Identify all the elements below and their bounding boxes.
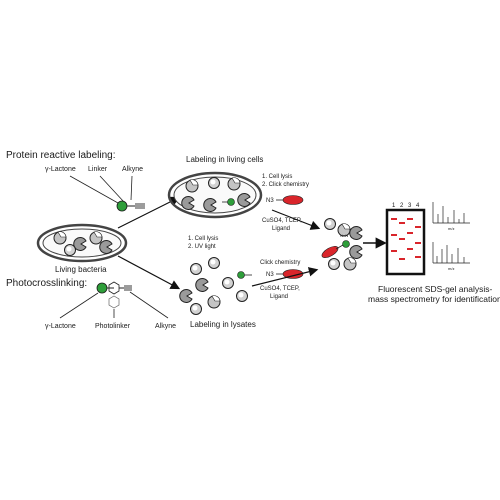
lane-4-label: 4 xyxy=(416,203,420,209)
click-chemistry-label: Click chemistry xyxy=(260,260,300,266)
azide-label-top: N3 xyxy=(266,198,274,204)
reagents-bottom-line1: CuSO4, TCEP, xyxy=(260,286,300,292)
labeling-living-cells-title: Labeling in living cells xyxy=(186,155,263,164)
reagents-top-line1: CuSO4, TCEP, xyxy=(262,218,302,224)
mz-label-bottom: m/z xyxy=(448,266,454,271)
gamma-lactone-label-bottom: γ-Lactone xyxy=(45,323,76,330)
result-caption-line2: mass spectrometry for identification xyxy=(368,294,500,304)
azide-label-bottom: N3 xyxy=(266,272,274,278)
lane-2-label: 2 xyxy=(400,203,404,209)
probe-bottom-callout-lines xyxy=(59,291,169,319)
lysate-proteins xyxy=(179,257,252,315)
arrow-to-living-cells xyxy=(117,196,181,229)
arrow-bottom-to-labeled xyxy=(251,267,319,287)
mz-label-top: m/z xyxy=(448,226,454,231)
top-step-cell-lysis: 1. Cell lysis xyxy=(262,174,292,180)
probe-top-callout-lines xyxy=(69,175,133,204)
arrow-to-lysates xyxy=(117,255,181,290)
reagents-top-line2: Ligand xyxy=(272,226,290,232)
living-bacteria-label: Living bacteria xyxy=(55,265,107,274)
probe-bottom-icon xyxy=(96,281,132,309)
gel-bands xyxy=(391,218,421,260)
alkyne-label-top: Alkyne xyxy=(122,166,143,173)
reagents-bottom-line2: Ligand xyxy=(270,294,288,300)
fluorescent-dye-bottom xyxy=(282,269,304,279)
top-step-click-chemistry: 2. Click chemistry xyxy=(262,182,309,188)
photocrosslinking-title: Photocrosslinking: xyxy=(6,278,87,289)
gamma-lactone-label-top: γ-Lactone xyxy=(45,166,76,173)
labeling-lysates-title: Labeling in lysates xyxy=(190,320,256,329)
linker-label: Linker xyxy=(88,166,108,173)
mass-spectrum-bottom xyxy=(432,242,470,264)
living-bacteria-cell xyxy=(36,223,128,263)
labeled-proteins-cluster xyxy=(321,218,363,271)
probe-top-icon xyxy=(116,200,145,212)
lane-3-label: 3 xyxy=(408,203,412,209)
alkyne-label-bottom: Alkyne xyxy=(155,323,176,330)
arrow-top-to-labeled xyxy=(271,209,321,230)
protein-reactive-labeling-title: Protein reactive labeling: xyxy=(6,150,116,161)
labeled-living-cell xyxy=(167,171,263,219)
triazole-label: N=N xyxy=(340,233,348,238)
result-caption-line1: Fluorescent SDS-gel analysis- xyxy=(378,284,492,294)
mass-spectrum-top xyxy=(432,202,470,224)
lane-1-label: 1 xyxy=(392,203,396,209)
bottom-step-cell-lysis: 1. Cell lysis xyxy=(188,236,218,242)
photolinker-label: Photolinker xyxy=(95,323,131,330)
bottom-step-uv-light: 2. UV light xyxy=(188,244,216,250)
fluorescent-dye-top xyxy=(282,195,304,205)
